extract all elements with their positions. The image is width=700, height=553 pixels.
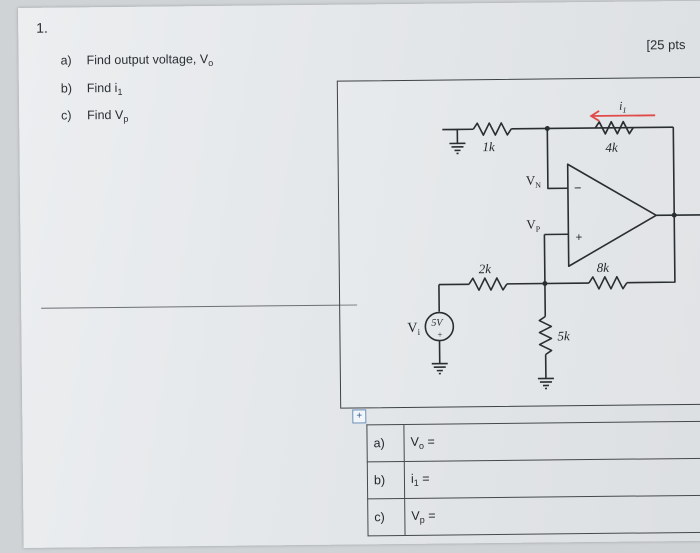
answer-c-label: c) <box>367 498 406 536</box>
node-dot-top <box>544 125 550 131</box>
answer-table: a) Vo = b) i1 = c) Vp = <box>366 421 700 537</box>
question-c-label: c) <box>61 108 72 123</box>
op-amp-circuit-diagram: 1k 4k 2k 8k 5k i1 VN VP Vi 5V + − + o <box>407 99 700 390</box>
question-a-sub: o <box>208 57 214 69</box>
table-row: a) Vo = <box>366 421 700 462</box>
question-a: a) Find output voltage, Vo <box>60 52 213 70</box>
question-c-sub: p <box>123 113 129 124</box>
node-dot-bottom <box>542 280 548 286</box>
resistor-2k <box>468 277 508 291</box>
label-source-vi: Vi <box>407 321 420 337</box>
question-c: c) Find Vp <box>61 108 128 125</box>
question-b-label: b) <box>60 81 73 96</box>
question-a-label: a) <box>60 53 72 68</box>
resistor-1k <box>472 122 512 136</box>
answer-b-cell[interactable]: i1 = <box>404 458 700 499</box>
resistor-4k <box>594 120 634 135</box>
question-a-text: Find output voltage, V <box>86 52 209 68</box>
worksheet-page: 1. [25 pts a) Find output voltage, Vo b) F… <box>18 0 700 548</box>
label-8k: 8k <box>597 260 610 275</box>
output-wire <box>656 213 700 217</box>
label-source-5v: 5V <box>431 318 444 329</box>
top-ground-symbol <box>449 142 466 155</box>
current-arrow <box>589 110 656 122</box>
label-5k: 5k <box>557 328 570 343</box>
answer-a-cell[interactable]: Vo = <box>403 421 700 462</box>
source-plus-sign: + <box>437 330 442 340</box>
bottom-ground-symbol-left <box>431 362 448 375</box>
table-row: b) i1 = <box>367 458 700 499</box>
label-4k: 4k <box>605 140 618 155</box>
points-label: [25 pts <box>646 37 686 53</box>
question-b-text: Find i <box>86 80 118 96</box>
answer-a-label: a) <box>366 424 405 462</box>
table-anchor-icon[interactable]: + <box>352 409 367 424</box>
node-dot-output <box>671 212 677 218</box>
divider-line <box>41 304 358 309</box>
label-vp: VP <box>526 217 541 234</box>
answer-b-label: b) <box>367 461 405 499</box>
table-row: c) Vp = <box>367 495 700 536</box>
opamp-plus-sign: + <box>575 230 582 244</box>
resistor-8k <box>588 275 628 290</box>
resistor-5k <box>538 315 553 356</box>
label-1k: 1k <box>482 139 495 154</box>
question-c-text: Find V <box>87 107 124 123</box>
opamp-minus-sign: − <box>574 180 582 195</box>
label-vn: VN <box>526 173 542 190</box>
top-ground-wire <box>442 128 459 144</box>
label-2k: 2k <box>479 261 492 276</box>
label-current-i1: i1 <box>619 99 627 115</box>
bottom-ground-symbol-right <box>537 377 554 390</box>
question-b-sub: 1 <box>117 86 123 97</box>
problem-number: 1. <box>36 19 48 36</box>
op-amp-triangle <box>566 163 658 268</box>
answer-c-cell[interactable]: Vp = <box>404 495 700 536</box>
question-b: b) Find i1 <box>61 81 123 98</box>
